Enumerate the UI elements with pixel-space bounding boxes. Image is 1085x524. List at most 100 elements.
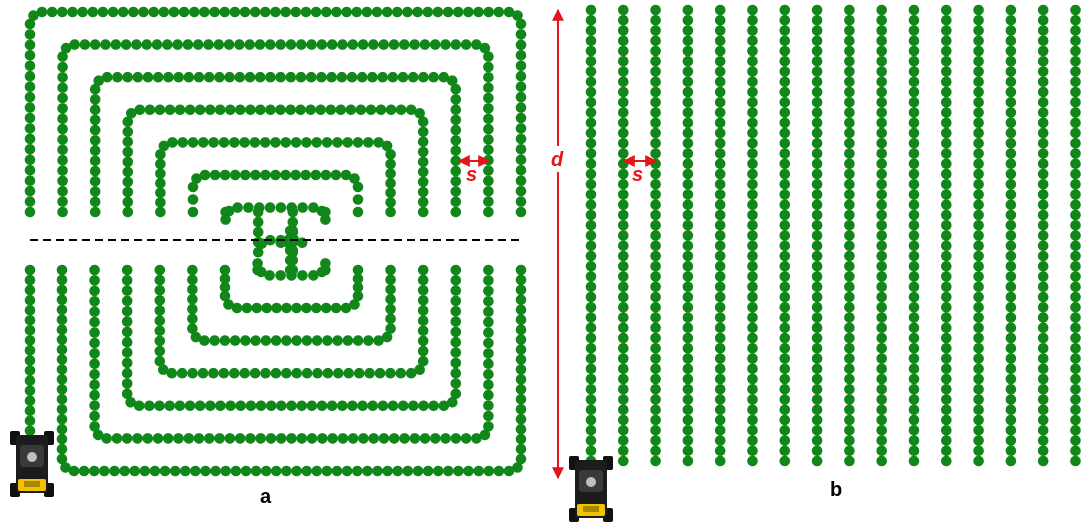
plant-dot-icon xyxy=(682,394,694,405)
plant-dot-icon xyxy=(24,425,36,437)
plant-dot-icon xyxy=(747,25,758,36)
plant-dot-icon xyxy=(385,303,396,315)
plant-dot-icon xyxy=(1037,343,1049,354)
plant-dot-icon xyxy=(1070,414,1081,426)
plant-dot-icon xyxy=(24,91,36,103)
plant-dot-icon xyxy=(973,14,984,26)
plant-dot-icon xyxy=(941,209,952,221)
plant-dot-icon xyxy=(682,404,694,416)
plant-dot-icon xyxy=(317,433,328,444)
plant-dot-icon xyxy=(89,165,101,177)
plant-dot-icon xyxy=(908,127,920,139)
plant-dot-icon xyxy=(585,261,597,272)
plant-dot-icon xyxy=(747,97,758,108)
plant-dot-icon xyxy=(515,284,527,296)
plant-dot-icon xyxy=(779,14,791,26)
plant-dot-icon xyxy=(203,39,214,50)
plant-dot-icon xyxy=(908,343,920,354)
plant-dot-icon xyxy=(120,39,132,50)
plant-dot-icon xyxy=(973,138,984,149)
plant-dot-icon xyxy=(747,404,758,416)
plant-dot-icon xyxy=(330,169,342,181)
plant-dot-icon xyxy=(512,462,523,473)
plant-dot-icon xyxy=(618,148,629,159)
plant-dot-icon xyxy=(682,302,694,313)
plant-dot-icon xyxy=(89,285,100,297)
plant-dot-icon xyxy=(1037,107,1049,118)
plant-dot-icon xyxy=(352,264,364,276)
plant-dot-icon xyxy=(1070,220,1081,231)
plant-dot-icon xyxy=(844,322,855,334)
plant-dot-icon xyxy=(385,168,396,179)
plant-dot-icon xyxy=(779,414,791,426)
plant-dot-icon xyxy=(417,305,429,316)
plant-dot-icon xyxy=(618,209,629,221)
plant-dot-icon xyxy=(908,435,920,446)
plant-dot-icon xyxy=(844,66,855,77)
plant-dot-icon xyxy=(779,373,791,385)
plant-dot-icon xyxy=(682,455,694,467)
plant-dot-icon xyxy=(97,6,109,18)
plant-dot-icon xyxy=(1037,353,1049,364)
plant-dot-icon xyxy=(158,6,170,18)
plant-dot-icon xyxy=(405,104,417,116)
plant-dot-icon xyxy=(1005,271,1017,282)
plant-dot-icon xyxy=(585,199,597,211)
plant-dot-icon xyxy=(650,97,661,108)
plant-dot-icon xyxy=(219,282,231,293)
plant-dot-icon xyxy=(261,302,273,314)
plant-dot-icon xyxy=(56,384,68,395)
plant-dot-icon xyxy=(57,154,68,166)
plant-dot-icon xyxy=(876,384,887,395)
plant-dot-icon xyxy=(714,35,726,47)
plant-dot-icon xyxy=(779,86,791,98)
plant-dot-icon xyxy=(56,394,68,405)
plant-dot-icon xyxy=(326,400,338,412)
plant-dot-icon xyxy=(650,261,661,272)
plant-dot-icon xyxy=(618,220,629,231)
plant-dot-icon xyxy=(1070,14,1081,26)
plant-dot-icon xyxy=(1005,158,1017,170)
plant-dot-icon xyxy=(779,168,791,180)
plant-dot-icon xyxy=(876,435,887,446)
plant-dot-icon xyxy=(1037,332,1049,344)
plant-dot-icon xyxy=(1005,66,1017,77)
plant-dot-icon xyxy=(973,312,984,323)
plant-dot-icon xyxy=(650,384,661,395)
plant-dot-icon xyxy=(682,435,694,446)
plant-dot-icon xyxy=(56,413,68,425)
plant-dot-icon xyxy=(346,71,358,83)
plant-dot-icon xyxy=(1037,261,1049,272)
plant-dot-icon xyxy=(1037,86,1049,98)
plant-dot-icon xyxy=(322,335,333,346)
plant-dot-icon xyxy=(1070,25,1081,36)
plant-dot-icon xyxy=(811,209,823,221)
plant-dot-icon xyxy=(515,334,527,345)
plant-dot-icon xyxy=(585,291,597,303)
plant-dot-icon xyxy=(585,14,597,26)
plant-dot-icon xyxy=(110,39,122,50)
plant-dot-icon xyxy=(844,394,855,405)
plant-dot-icon xyxy=(1037,127,1049,139)
plant-dot-icon xyxy=(844,312,855,323)
plant-dot-icon xyxy=(321,465,333,477)
plant-dot-icon xyxy=(1037,230,1049,241)
plant-dot-icon xyxy=(618,363,629,375)
plant-dot-icon xyxy=(585,312,597,323)
plant-dot-icon xyxy=(155,177,166,189)
plant-dot-icon xyxy=(747,445,758,457)
plant-dot-icon xyxy=(204,433,215,444)
plant-dot-icon xyxy=(142,433,153,444)
plant-dot-icon xyxy=(941,97,952,108)
plant-dot-icon xyxy=(618,76,629,88)
plant-dot-icon xyxy=(682,45,694,57)
plant-dot-icon xyxy=(320,214,331,225)
plant-dot-icon xyxy=(107,6,119,18)
plant-dot-icon xyxy=(252,226,264,238)
plant-dot-icon xyxy=(1070,86,1081,98)
plant-dot-icon xyxy=(515,154,527,166)
plant-dot-icon xyxy=(89,410,100,422)
plant-dot-icon xyxy=(941,384,952,395)
plant-dot-icon xyxy=(844,56,855,67)
plant-dot-icon xyxy=(428,71,439,83)
